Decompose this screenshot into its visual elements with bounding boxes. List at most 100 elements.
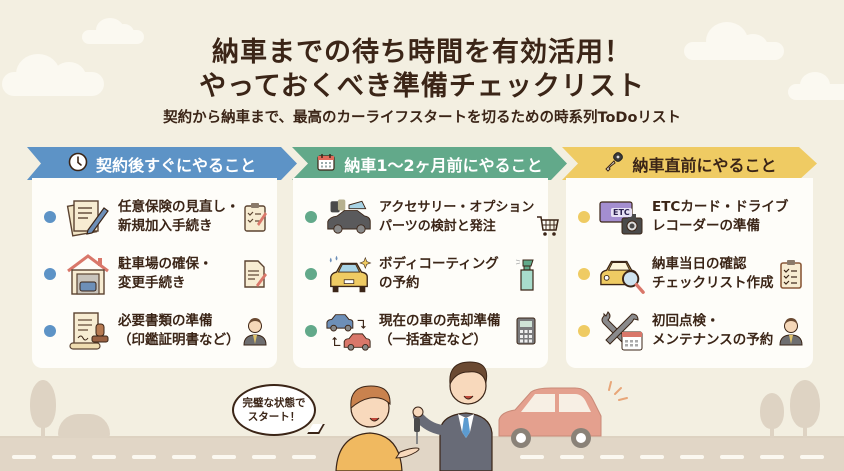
tree-decoration	[30, 380, 56, 428]
lane-marking	[640, 455, 664, 459]
item-text-line2: メンテナンスの予約	[652, 332, 774, 348]
stage-panel-just-before-delivery: ETC ETCカード・ドライブレコーダーの準備 納車当日の確認チェックリスト作成…	[566, 178, 813, 368]
clock-icon	[68, 152, 88, 176]
item-text-line2: レコーダーの準備	[652, 218, 760, 234]
lane-marking	[680, 455, 704, 459]
stage-title: 契約後すぐにやること	[95, 155, 256, 175]
item-text-line1: 納車当日の確認	[652, 256, 747, 272]
item-text-line1: ボディコーティング	[379, 256, 499, 272]
clipboard-checklist-icon	[777, 257, 805, 291]
lane-marking	[292, 455, 316, 459]
shopping-cart-icon	[534, 209, 562, 243]
checklist-item: ETC ETCカード・ドライブレコーダーの準備	[566, 192, 813, 242]
checklist-item: ボディコーティングの予約	[293, 249, 548, 299]
item-text-line2: の予約	[379, 275, 420, 291]
page-title-line1: 納車までの待ち時間を有効活用！	[212, 37, 632, 68]
car-exchange-icon	[325, 309, 373, 353]
checklist-item: 納車当日の確認チェックリスト作成	[566, 249, 813, 299]
item-text-line1: アクセサリー・オプション	[379, 200, 535, 215]
speech-text-line1: 完璧な状態で	[242, 397, 306, 409]
stage-title: 納車直前にやること	[632, 155, 777, 175]
tree-decoration	[760, 393, 784, 429]
bullet-dot	[578, 268, 590, 280]
stage-banner-after-contract: 契約後すぐにやること	[27, 147, 297, 180]
bullet-dot	[44, 268, 56, 280]
lane-marking	[720, 455, 744, 459]
item-text-line2: （一括査定など）	[379, 332, 487, 348]
speech-text-line2: スタート！	[247, 411, 301, 423]
item-text-line1: 初回点検・	[652, 313, 720, 329]
item-text-line1: 任意保険の見直し・	[118, 199, 240, 215]
car-key-icon	[602, 151, 624, 177]
item-text-line1: ETCカード・ドライブ	[652, 199, 789, 215]
item-text-line2: パーツの検討と発注	[379, 219, 496, 234]
bush-decoration	[58, 414, 110, 438]
lane-marking	[520, 455, 544, 459]
shiny-yellow-car-icon	[325, 252, 373, 296]
customer-illustration	[335, 385, 420, 471]
cloud-decoration	[684, 22, 784, 60]
checklist-item: アクセサリー・オプションパーツの検討と発注	[293, 192, 560, 242]
bullet-dot	[305, 325, 317, 337]
document-pen-icon	[241, 257, 269, 291]
lane-marking	[172, 455, 196, 459]
etc-card-dashcam-icon: ETC	[598, 195, 646, 239]
lane-marking	[132, 455, 156, 459]
businessman-icon	[241, 314, 269, 348]
calculator-icon	[512, 314, 540, 348]
etc-card-label: ETC	[611, 208, 632, 217]
item-text-line1: 必要書類の準備	[118, 313, 213, 329]
lane-marking	[252, 455, 276, 459]
lane-marking	[52, 455, 76, 459]
checklist-item: 初回点検・メンテナンスの予約	[566, 306, 813, 356]
item-text-line1: 現在の車の売却準備	[379, 313, 501, 329]
stage-banner-just-before-delivery: 納車直前にやること	[562, 147, 817, 180]
cloud-decoration	[788, 72, 844, 100]
bullet-dot	[578, 325, 590, 337]
cloud-decoration	[82, 18, 144, 44]
spray-bottle-icon	[512, 257, 540, 291]
cloud-decoration	[2, 54, 104, 96]
page-subtitle: 契約から納車まで、最高のカーライフスタートを切るための時系列ToDoリスト	[163, 110, 681, 126]
pink-car-illustration	[498, 387, 602, 448]
salesperson-illustration	[412, 361, 493, 471]
car-magnifier-icon	[598, 252, 646, 296]
tree-decoration	[790, 380, 820, 428]
checklist-item: 駐車場の確保・変更手続き	[32, 249, 277, 299]
stage-panel-1-2-months-before: アクセサリー・オプションパーツの検討と発注 ボディコーティングの予約 現在の車の…	[293, 178, 560, 368]
garage-car-icon	[64, 252, 112, 296]
item-text-line2: 新規加入手続き	[118, 218, 213, 234]
item-text-line1: 駐車場の確保・	[118, 256, 213, 272]
bullet-dot	[305, 268, 317, 280]
scroll-stamp-icon	[64, 309, 112, 353]
bullet-dot	[305, 211, 317, 223]
lane-marking	[600, 455, 624, 459]
bullet-dot	[578, 211, 590, 223]
road	[0, 438, 844, 471]
checklist-item: 現在の車の売却準備 （一括査定など）	[293, 306, 548, 356]
lane-marking	[760, 455, 784, 459]
clipboard-checklist-icon	[241, 200, 269, 234]
item-text-line2: （印鑑証明書など）	[118, 332, 240, 348]
checklist-item: 任意保険の見直し・新規加入手続き	[32, 192, 277, 242]
page-title-line2: やっておくべき準備チェックリスト	[199, 71, 645, 102]
lane-marking	[12, 455, 36, 459]
documents-pen-icon	[64, 195, 112, 239]
lane-marking	[560, 455, 584, 459]
lane-marking	[212, 455, 236, 459]
tools-calendar-icon	[598, 309, 646, 353]
lane-marking	[92, 455, 116, 459]
shine-lines	[608, 381, 628, 401]
businessman-icon	[777, 314, 805, 348]
car-accessories-icon	[325, 195, 373, 239]
speech-bubble: 完璧な状態で スタート！	[232, 384, 316, 436]
stage-panel-after-contract: 任意保険の見直し・新規加入手続き 駐車場の確保・変更手続き 必要書類の準備 （印鑑…	[32, 178, 277, 368]
item-text-line2: 変更手続き	[118, 275, 186, 291]
bullet-dot	[44, 325, 56, 337]
calendar-icon	[316, 152, 336, 176]
checklist-item: 必要書類の準備 （印鑑証明書など）	[32, 306, 277, 356]
bullet-dot	[44, 211, 56, 223]
stage-banner-1-2-months-before: 納車1〜2ヶ月前にやること	[292, 147, 567, 180]
item-text-line2: チェックリスト作成	[652, 275, 774, 291]
stage-title: 納車1〜2ヶ月前にやること	[344, 155, 543, 175]
